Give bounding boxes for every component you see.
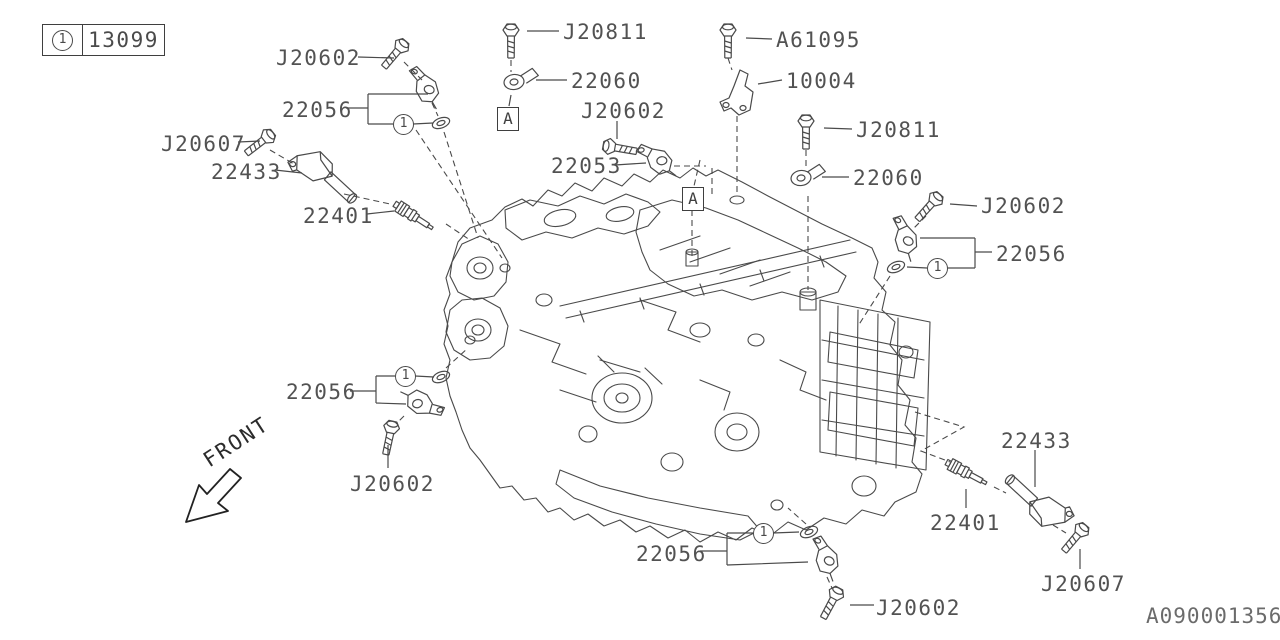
callout-22053-center: 22053 — [551, 154, 622, 178]
callout-22401-bottom-right: 22401 — [930, 511, 1001, 535]
bolt-icon — [240, 125, 279, 161]
legend-box: 1 13099 — [42, 24, 165, 56]
legend-ref-cell: 1 — [43, 25, 83, 55]
callout-22056-right: 22056 — [996, 242, 1067, 266]
callout-22060-top: 22060 — [571, 69, 642, 93]
callout-j20607-bottom-right: J20607 — [1041, 572, 1126, 596]
callout-j20811-right: J20811 — [856, 118, 941, 142]
ref-bubble: 1 — [393, 114, 414, 135]
callout-j20602-bottom-left: J20602 — [350, 472, 435, 496]
callout-a61095-top: A61095 — [776, 28, 861, 52]
engine-line-art — [443, 167, 931, 543]
spark-plug-icon — [390, 198, 437, 234]
cam-sensor-icon — [634, 139, 677, 182]
legend-part-number: 13099 — [88, 28, 159, 52]
bracket-icon — [719, 69, 754, 116]
bolt-icon — [815, 583, 847, 623]
callout-j20602-bottom-center: J20602 — [876, 596, 961, 620]
bolt-icon — [910, 188, 947, 226]
ref-bubble: 1 — [52, 29, 73, 51]
callout-22056-bottom-center: 22056 — [636, 542, 707, 566]
callout-j20811-top: J20811 — [563, 20, 648, 44]
bolt-icon — [502, 23, 520, 59]
ref-bubble: 1 — [927, 258, 948, 279]
bolt-icon — [377, 418, 402, 457]
washer-icon — [885, 258, 907, 276]
knock-sensor-icon — [788, 163, 828, 188]
ignition-coil-icon — [281, 145, 366, 207]
ignition-coil-icon — [996, 471, 1081, 533]
knock-sensor-icon — [501, 67, 541, 92]
section-marker-a: A — [682, 187, 704, 211]
callout-22060-right: 22060 — [853, 166, 924, 190]
ref-bubble: 1 — [395, 366, 416, 387]
cam-sensor-icon — [401, 64, 447, 110]
section-marker-a: A — [497, 107, 519, 131]
bolt-icon — [719, 23, 737, 59]
crank-sensor-icon — [799, 532, 849, 583]
bolt-icon — [1057, 519, 1093, 557]
washer-icon — [430, 368, 452, 386]
ref-bubble: 1 — [753, 523, 774, 544]
callout-22056-bottom-left: 22056 — [286, 380, 357, 404]
callout-10004-top: 10004 — [786, 69, 857, 93]
drawing-number: A090001356 — [1146, 604, 1280, 628]
callout-j20602-center: J20602 — [581, 99, 666, 123]
callout-22433-left: 22433 — [211, 160, 282, 184]
front-arrow-icon — [185, 468, 242, 523]
callout-j20607-top-left: J20607 — [161, 132, 246, 156]
bolt-icon — [797, 114, 815, 150]
spark-plug-icon — [943, 456, 990, 490]
callout-22056-top-left: 22056 — [282, 98, 353, 122]
washer-icon — [430, 114, 452, 132]
assembly-dashed-lines — [269, 57, 1067, 589]
callout-22433-bottom-right: 22433 — [1001, 429, 1072, 453]
callout-j20602-right: J20602 — [981, 194, 1066, 218]
bolt-icon — [377, 35, 413, 73]
callout-j20602-top-left: J20602 — [276, 46, 361, 70]
callout-22401-left: 22401 — [303, 204, 374, 228]
